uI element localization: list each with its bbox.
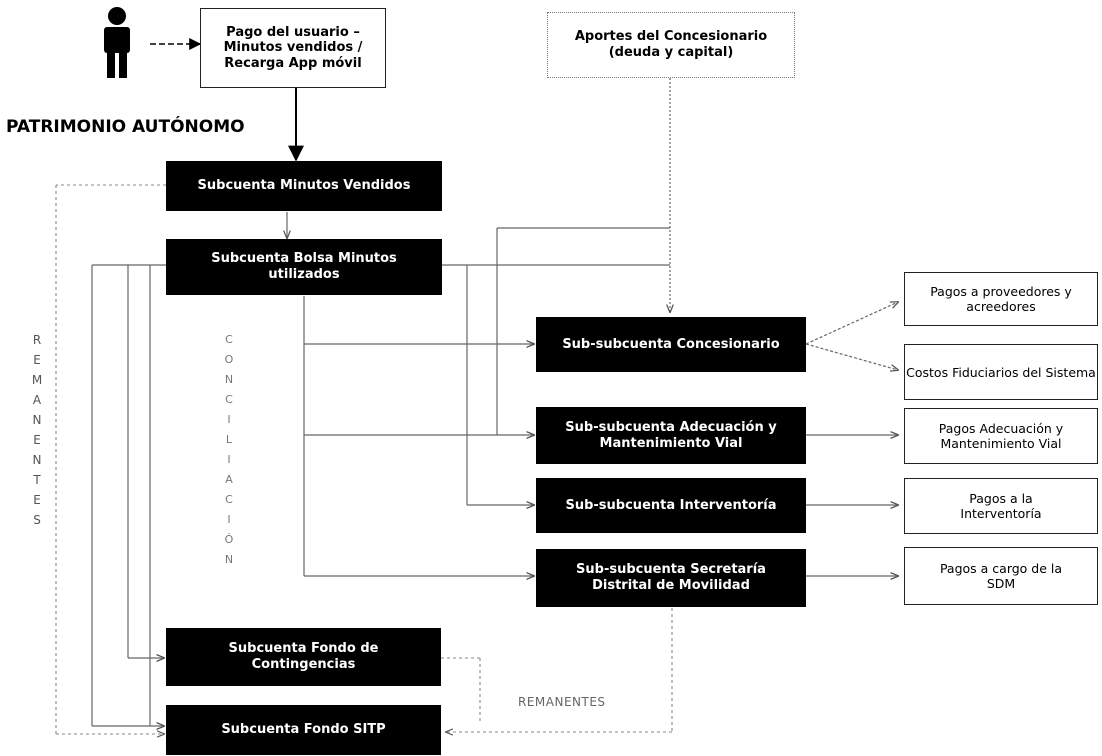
vertical-letter: Ó (224, 533, 234, 546)
sub-subcuenta-concesionario-label: Sub-subcuenta Concesionario (562, 336, 780, 352)
sub-subcuenta-secretaria: Sub-subcuenta Secretaría Distrital de Mo… (536, 549, 806, 607)
output-pagos-proveedores: Pagos a proveedores y acreedores (904, 272, 1098, 326)
vertical-letter: T (33, 473, 41, 487)
vertical-letter: O (224, 353, 234, 366)
subcuenta-fondo-contingencias: Subcuenta Fondo de Contingencias (166, 628, 441, 686)
concessionaire-contributions-label: Aportes del Concesionario (deuda y capit… (574, 29, 768, 60)
concessionaire-contributions-box: Aportes del Concesionario (deuda y capit… (547, 12, 795, 78)
vertical-letter: N (224, 553, 234, 566)
vertical-letter: I (227, 453, 231, 466)
subcuenta-bolsa-minutos: Subcuenta Bolsa Minutos utilizados (166, 239, 442, 295)
subcuenta-fondo-sitp-label: Subcuenta Fondo SITP (221, 722, 386, 738)
remanentes-bottom-label: REMANENTES (518, 695, 606, 709)
vertical-letter: S (33, 513, 41, 527)
subcuenta-fondo-sitp: Subcuenta Fondo SITP (166, 705, 441, 755)
vertical-letter: C (225, 493, 233, 506)
sub-subcuenta-secretaria-label: Sub-subcuenta Secretaría Distrital de Mo… (576, 562, 766, 593)
vertical-letter: R (32, 333, 42, 347)
output-pagos-sdm-label: Pagos a cargo de la SDM (939, 561, 1063, 591)
sub-subcuenta-interventoria-label: Sub-subcuenta Interventoría (565, 497, 777, 513)
vertical-letter: I (227, 513, 231, 526)
sub-subcuenta-adecuacion: Sub-subcuenta Adecuación y Mantenimiento… (536, 407, 806, 464)
subcuenta-minutos-vendidos: Subcuenta Minutos Vendidos (166, 161, 442, 211)
output-pagos-proveedores-label: Pagos a proveedores y acreedores (930, 284, 1072, 314)
patrimonio-autonomo-title: PATRIMONIO AUTÓNOMO (6, 117, 245, 137)
sub-subcuenta-adecuacion-label: Sub-subcuenta Adecuación y Mantenimiento… (565, 419, 777, 451)
person-icon (104, 7, 130, 78)
user-payment-box: Pago del usuario – Minutos vendidos / Re… (200, 8, 386, 88)
subcuenta-fondo-contingencias-label: Subcuenta Fondo de Contingencias (228, 641, 379, 672)
sub-subcuenta-concesionario: Sub-subcuenta Concesionario (536, 317, 806, 372)
subcuenta-minutos-vendidos-label: Subcuenta Minutos Vendidos (197, 178, 411, 194)
vertical-letter: M (31, 373, 43, 387)
vertical-letter: A (225, 473, 233, 486)
vertical-letter: I (227, 413, 231, 426)
vertical-letter: N (32, 453, 42, 467)
vertical-letter: E (33, 493, 41, 507)
vertical-letter: L (225, 433, 233, 446)
vertical-letter: N (32, 413, 42, 427)
output-pagos-adecuacion-label: Pagos Adecuación y Mantenimiento Vial (938, 421, 1064, 451)
output-pagos-interventoria: Pagos a la Interventoría (904, 478, 1098, 534)
vertical-letter: N (224, 373, 234, 386)
output-pagos-sdm: Pagos a cargo de la SDM (904, 547, 1098, 605)
vertical-letter: A (32, 393, 42, 407)
vertical-letter: E (33, 353, 41, 367)
vertical-letter: C (225, 393, 233, 406)
vertical-letter: E (33, 433, 41, 447)
output-costos-fiduciarios: Costos Fiduciarios del Sistema (904, 344, 1098, 400)
output-pagos-adecuacion: Pagos Adecuación y Mantenimiento Vial (904, 408, 1098, 464)
output-costos-fiduciarios-label: Costos Fiduciarios del Sistema (906, 364, 1096, 380)
sub-subcuenta-interventoria: Sub-subcuenta Interventoría (536, 478, 806, 533)
subcuenta-bolsa-minutos-label: Subcuenta Bolsa Minutos utilizados (211, 251, 397, 282)
output-pagos-interventoria-label: Pagos a la Interventoría (960, 491, 1042, 521)
vertical-letter: C (225, 333, 233, 346)
user-payment-label: Pago del usuario – Minutos vendidos / Re… (223, 24, 363, 71)
